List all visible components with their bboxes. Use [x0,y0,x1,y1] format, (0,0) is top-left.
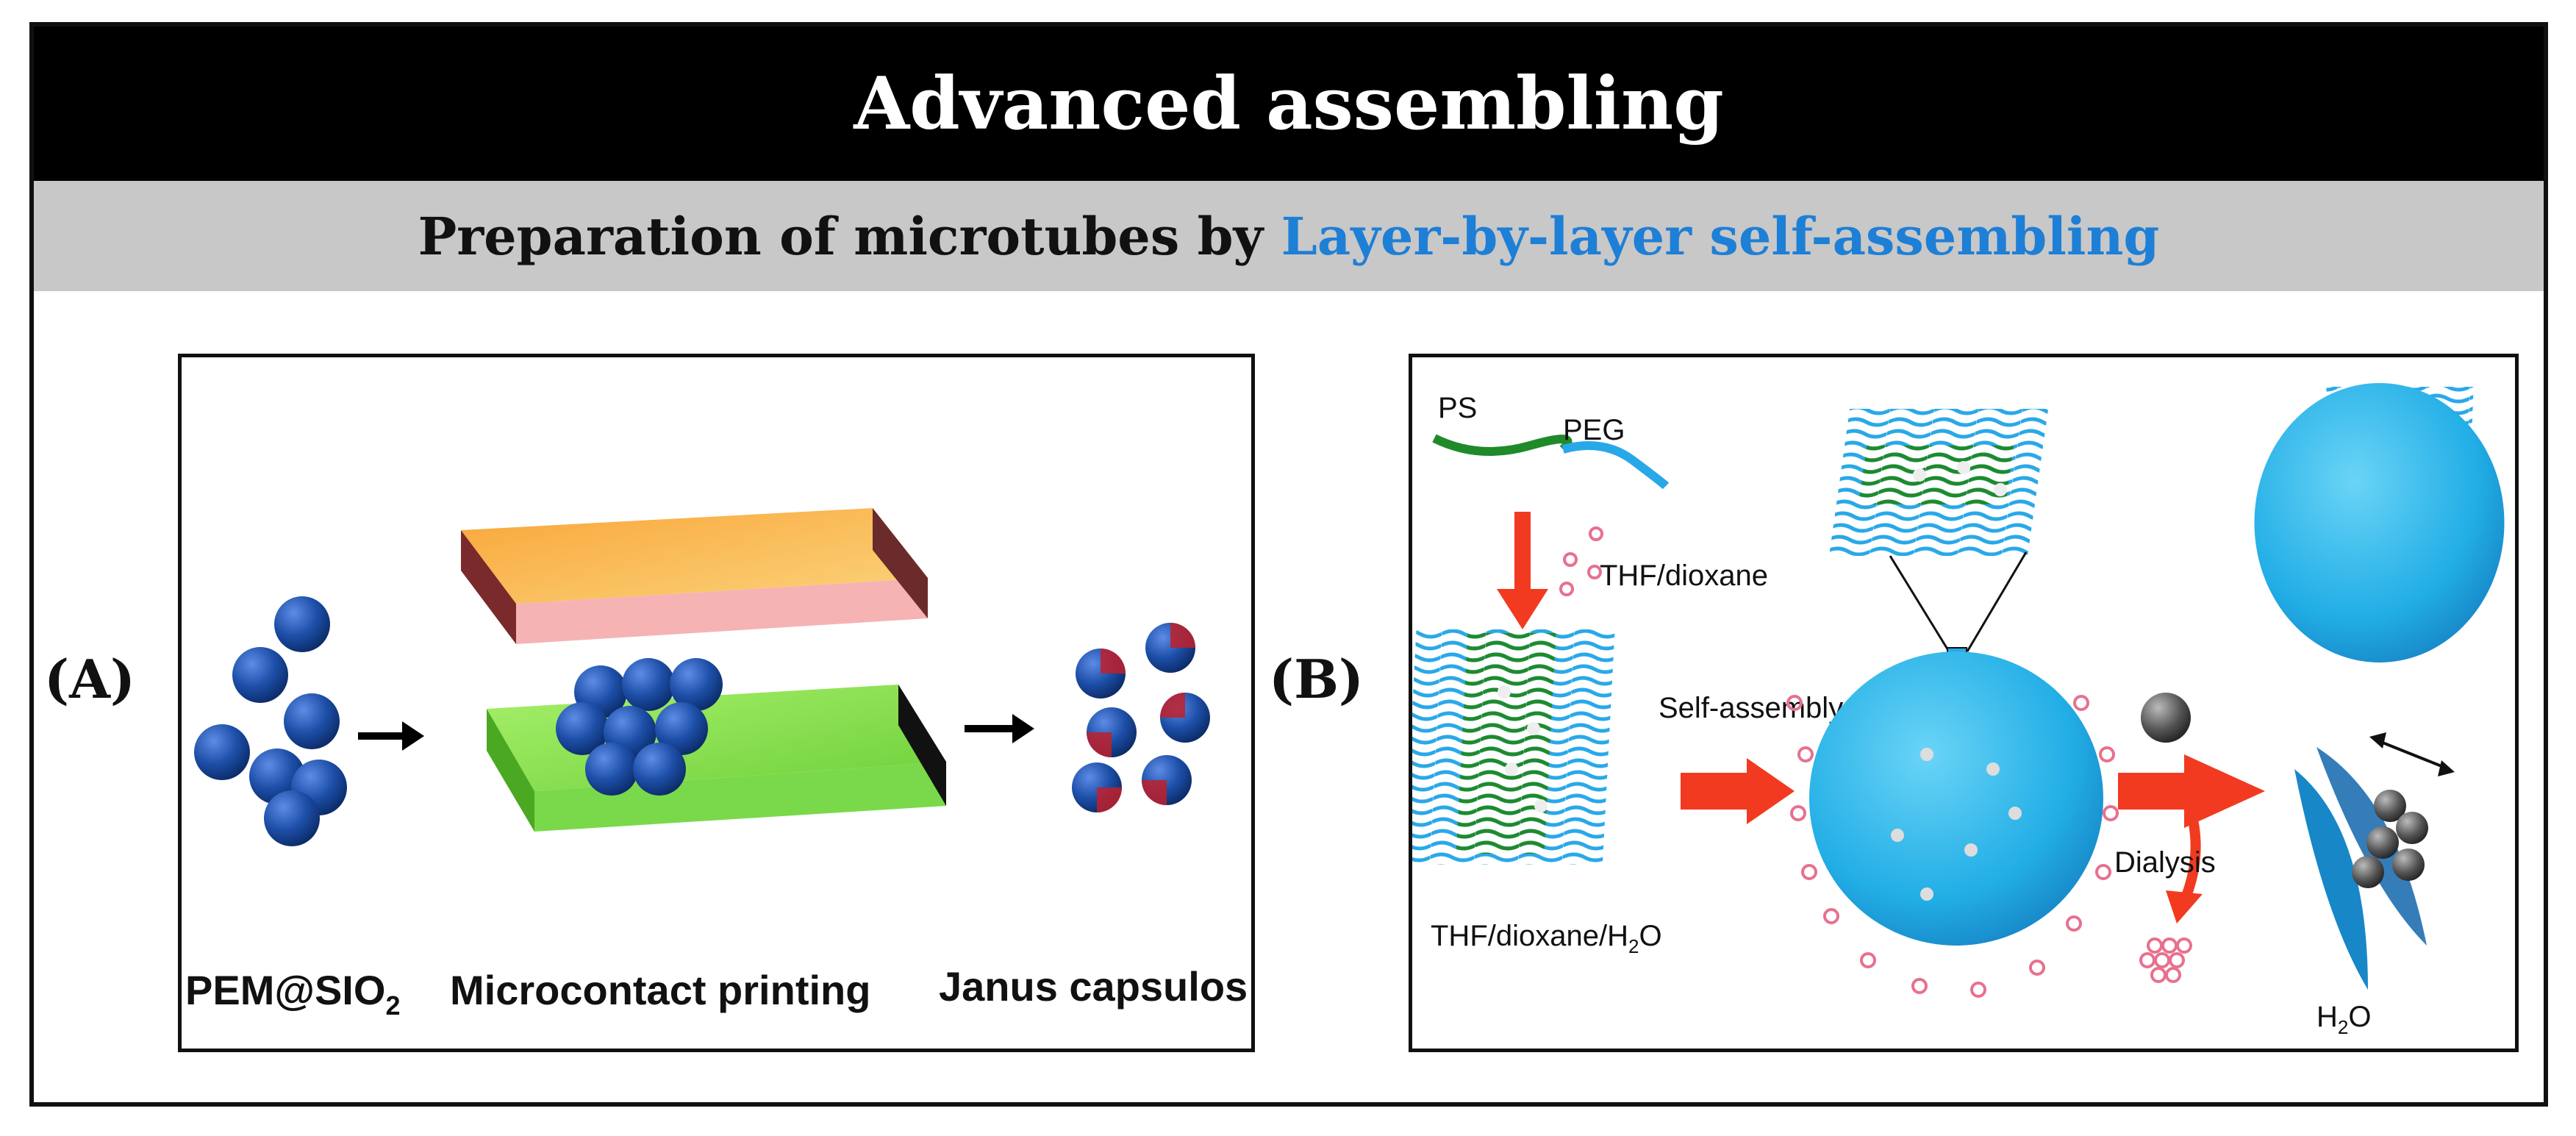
panel-b-label: (B) [1269,648,1364,710]
label-ps: PS [1438,392,1477,424]
loaded-capsule [2254,383,2505,990]
figure-subtitle: Preparation of microtubes by Layer-by-la… [418,206,2160,267]
arrow-to-printing [358,721,424,751]
caption-pem: PEM@SIO2 [185,967,400,1021]
caption-microcontact-printing: Microcontact printing [450,967,870,1013]
panel-a-label: (A) [44,648,135,710]
label-thf-dioxane-h2o: THF/dioxane/H2O [1431,920,1662,957]
subtitle-bar: Preparation of microtubes by Layer-by-la… [34,181,2544,291]
janus-capsules [1072,623,1210,812]
label-dialysis: Dialysis [2114,846,2216,879]
solvent-droplets [1559,526,1603,596]
panel-b-illustration: PS PEG THF/dioxane THF/dioxane/H2O [1412,383,2505,1038]
panel-b: PS PEG THF/dioxane THF/dioxane/H2O [1409,354,2519,1052]
arrow-down-red [1497,512,1548,629]
caption-janus-capsules: Janus capsulos [939,963,1248,1010]
label-thf-dioxane: THF/dioxane [1600,560,1768,592]
block-copolymer [1432,434,1670,490]
figure-frame: Advanced assembling Preparation of micro… [29,22,2548,1107]
vesicle [1809,651,2103,946]
arrow-to-janus [965,714,1034,743]
arrow-self-assembly [1681,758,1795,824]
lamellar-aggregate [1412,629,1615,865]
label-h2o: H2O [2316,1001,2371,1038]
removed-solvent-droplets [2139,937,2192,983]
panel-a: PEM@SIO2 Microcontact printing Janus cap… [178,354,1255,1052]
subtitle-prefix: Preparation of microtubes by [418,205,1281,267]
pem-sphere-cluster [194,596,347,846]
arrow-dialysis [2118,754,2265,924]
nanoparticle [2141,693,2191,743]
green-substrate-plate [487,685,946,832]
subtitle-highlight: Layer-by-layer self-assembling [1281,205,2160,267]
label-self-assembly: Self-assembly [1659,692,1843,724]
figure-title: Advanced assembling [854,61,1724,146]
vesicle-droplets [1786,695,2119,998]
label-peg: PEG [1563,414,1625,446]
membrane-zoom-middle [1829,409,2049,660]
printed-spheres [556,658,723,796]
orange-stamp-plate [461,508,928,644]
title-bar: Advanced assembling [34,26,2544,181]
panel-a-illustration: PEM@SIO2 Microcontact printing Janus cap… [185,508,1248,1021]
